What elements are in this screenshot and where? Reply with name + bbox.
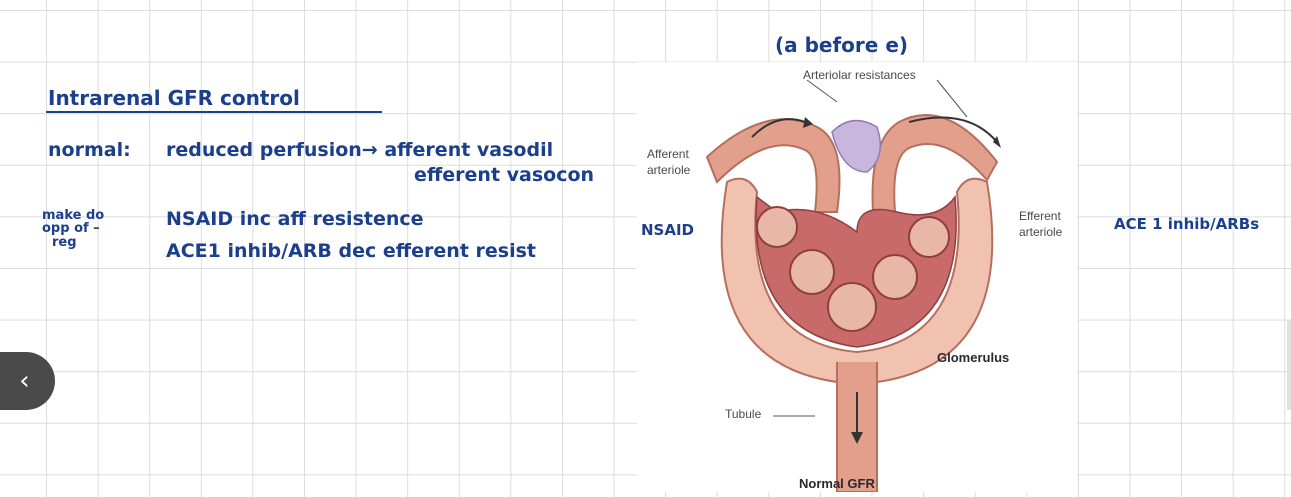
diagram-annotation: (a before e) [775, 33, 909, 57]
tubule-label: Tubule [725, 407, 762, 421]
ace-note: ACE1 inhib/ARB dec efferent resist [166, 240, 536, 262]
side-label-2: opp of – [42, 221, 100, 236]
side-label-1: make do [42, 208, 105, 223]
kidney-nephron-diagram: Arteriolar resistances Afferent arteriol… [637, 62, 1077, 493]
afferent-label-line-2: arteriole [647, 163, 691, 177]
efferent-label-line-2: arteriole [1019, 225, 1063, 239]
back-button[interactable]: ‹ [0, 352, 55, 410]
note-fragment: ″ [262, 0, 268, 8]
ace-annotation: ACE 1 inhib/ARBs [1114, 215, 1260, 233]
chevron-left-icon: ‹ [19, 366, 30, 396]
arteriolar-resistances-label: Arteriolar resistances [803, 68, 916, 82]
nsaid-annotation: NSAID [641, 221, 694, 239]
notes-title: Intrarenal GFR control [48, 86, 300, 110]
title-underline [46, 111, 382, 113]
diagram-caption: Normal GFR [799, 476, 875, 491]
nsaid-note: NSAID inc aff resistence [166, 208, 424, 230]
efferent-label-line-1: Efferent [1019, 209, 1061, 223]
nephron-illustration [705, 79, 1001, 493]
normal-line-1: reduced perfusion→ afferent vasodil [166, 139, 554, 161]
afferent-label-line-1: Afferent [647, 147, 689, 161]
scroll-indicator[interactable] [1287, 320, 1291, 410]
side-label-3: reg [52, 235, 77, 250]
glomerulus-label: Glomerulus [937, 350, 1010, 365]
normal-label: normal: [48, 139, 131, 161]
normal-line-2: efferent vasocon [414, 164, 595, 186]
